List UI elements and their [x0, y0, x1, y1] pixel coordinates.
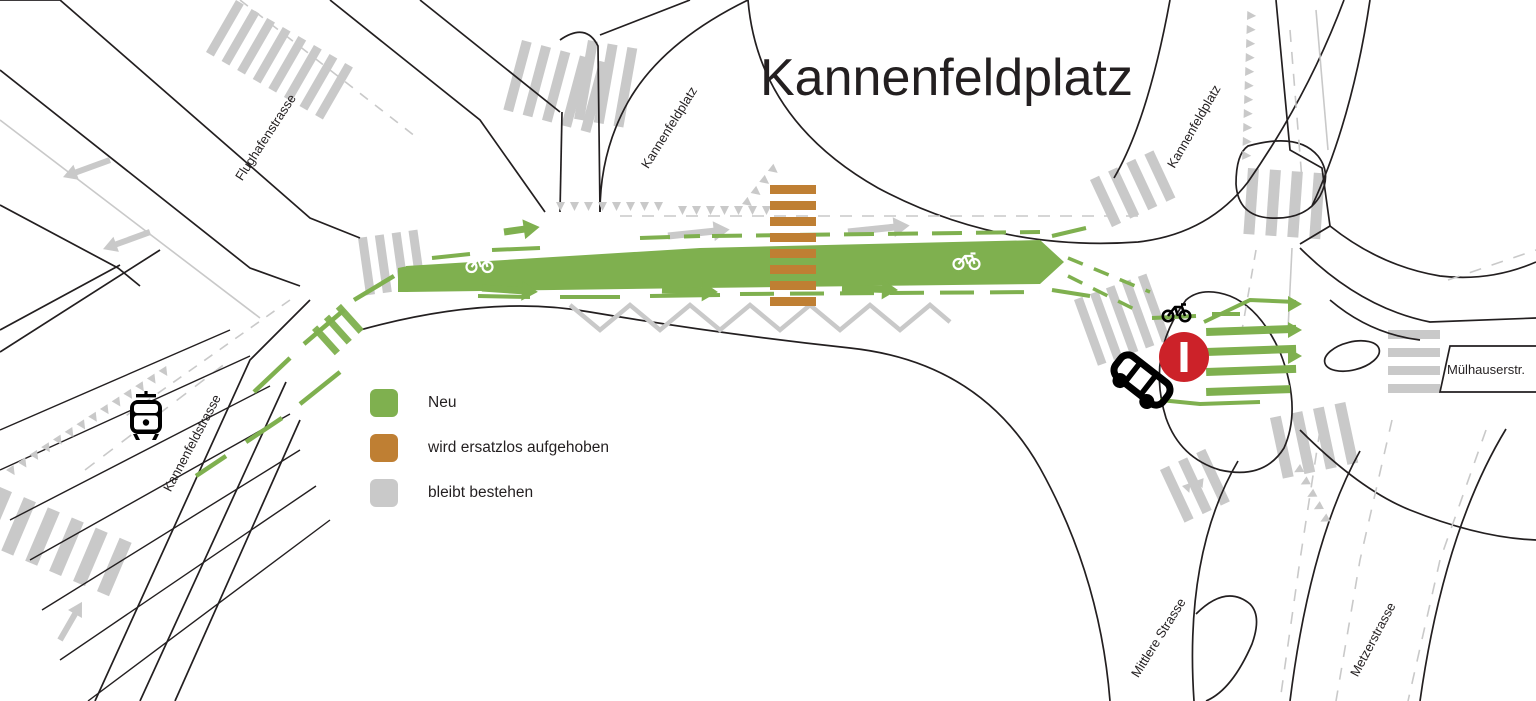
legend-swatch-neu: [370, 388, 398, 417]
legend-swatch-aufgehoben: [370, 433, 398, 462]
legend-item-neu: Neu: [370, 380, 609, 425]
no-entry-sign: [1159, 332, 1209, 382]
zigzag-marking: [568, 302, 952, 333]
legend: Neu wird ersatzlos aufgehoben bleibt bes…: [370, 380, 609, 515]
bicycle-icon-junction: [1161, 303, 1192, 323]
legend-label-aufgehoben: wird ersatzlos aufgehoben: [428, 438, 609, 456]
legend-swatch-bestehen: [370, 478, 398, 507]
legend-item-aufgehoben: wird ersatzlos aufgehoben: [370, 425, 609, 470]
page-title: Kannenfeldplatz: [760, 49, 1133, 107]
legend-label-bestehen: bleibt bestehen: [428, 483, 534, 501]
tram-tracks: [0, 329, 331, 701]
tram-icon: [130, 391, 162, 440]
street-label-muelhauserstr: Mülhauserstr.: [1447, 362, 1526, 377]
legend-label-neu: Neu: [428, 393, 457, 411]
removed-crossing-brown: [770, 185, 816, 306]
new-green-corridor: [194, 219, 1302, 478]
car-icon: [1110, 351, 1174, 409]
legend-item-bestehen: bleibt bestehen: [370, 470, 609, 515]
